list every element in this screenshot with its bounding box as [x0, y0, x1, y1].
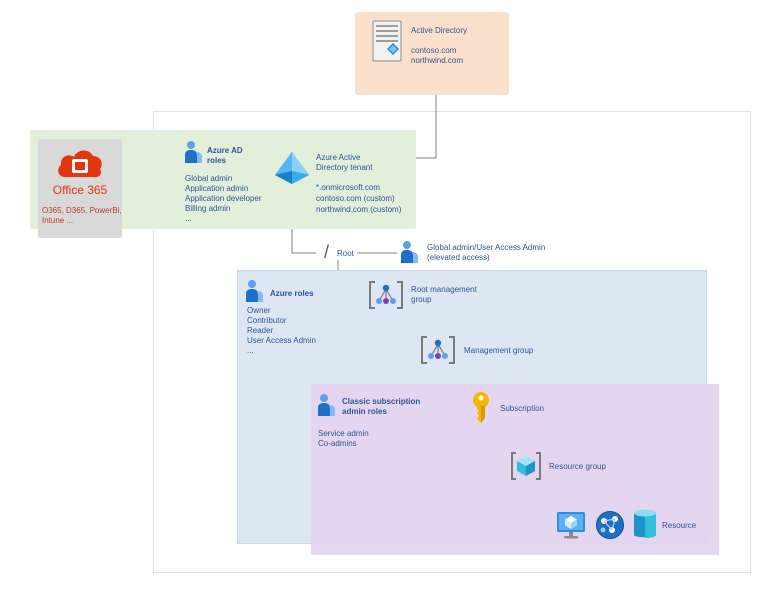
aad-tenant-title-line1: Azure Active [316, 153, 361, 162]
storage-cylinder-icon [634, 509, 656, 538]
network-globe-icon [596, 511, 624, 539]
subscription-key-icon [473, 392, 489, 423]
azure-roles-user-icon [246, 280, 263, 302]
aad-tenant-title-line2: Directory tenant [316, 163, 373, 172]
aad-domain-northwind: northwind.com (custom) [316, 205, 402, 214]
azure-role-reader: Reader [247, 326, 274, 335]
office365-cloud-icon [58, 150, 102, 178]
office365-title: Office 365 [52, 183, 108, 197]
azure-ad-role-application-developer: Application developer [185, 194, 262, 203]
azure-role-user-access-admin: User Access Admin [247, 336, 316, 345]
resource-group-label: Resource group [549, 462, 606, 471]
classic-roles-user-icon [318, 394, 335, 416]
ad-domain-northwind: northwind.com [411, 56, 464, 65]
management-group-icon [421, 336, 455, 364]
classic-roles-title-line2: admin roles [342, 407, 387, 416]
root-slash: / [324, 242, 330, 262]
directory-server-icon [372, 20, 402, 62]
aad-domain-contoso: contoso.com (custom) [316, 194, 395, 203]
office365-services-line2: Intune ... [42, 216, 74, 225]
azure-ad-roles-user-icon [185, 141, 202, 163]
global-admin-user-icon [401, 241, 418, 263]
subscription-label: Subscription [500, 404, 545, 413]
resource-label: Resource [662, 521, 697, 530]
azure-ad-pyramid-icon [275, 152, 309, 184]
resource-group-icon [511, 452, 541, 480]
azure-ad-role-global-admin: Global admin [185, 174, 233, 183]
root-label: Root [337, 249, 354, 258]
management-group-label: Management group [464, 346, 534, 355]
azure-role-ellipsis: ... [247, 346, 254, 355]
azure-roles-title: Azure roles [270, 289, 314, 298]
azure-ad-roles-title-line1: Azure AD [207, 146, 243, 155]
root-management-group-icon [369, 281, 403, 309]
aad-domain-onmicrosoft: *.onmicrosoft.com [316, 183, 381, 192]
azure-ad-role-ellipsis: ... [185, 214, 192, 223]
active-directory-title: Active Directory [411, 26, 468, 35]
root-management-group-label-line2: group [411, 295, 432, 304]
root-management-group-label-line1: Root management [411, 285, 477, 294]
global-admin-label-line1: Global admin/User Access Admin [427, 243, 546, 252]
classic-role-service-admin: Service admin [318, 429, 369, 438]
ad-domain-contoso: contoso.com [411, 46, 457, 55]
azure-ad-role-billing-admin: Billing admin [185, 204, 231, 213]
azure-role-owner: Owner [247, 306, 271, 315]
office365-services-line1: O365, D365, PowerBi, [42, 206, 122, 215]
azure-ad-roles-title-line2: roles [207, 156, 227, 165]
outer-frame [153, 111, 751, 573]
azure-role-contributor: Contributor [247, 316, 287, 325]
global-admin-label-line2: (elevated access) [427, 253, 490, 262]
azure-ad-role-application-admin: Application admin [185, 184, 249, 193]
virtual-machine-icon [557, 512, 585, 539]
classic-role-co-admins: Co-admins [318, 439, 357, 448]
classic-roles-title-line1: Classic subscription [342, 397, 421, 406]
